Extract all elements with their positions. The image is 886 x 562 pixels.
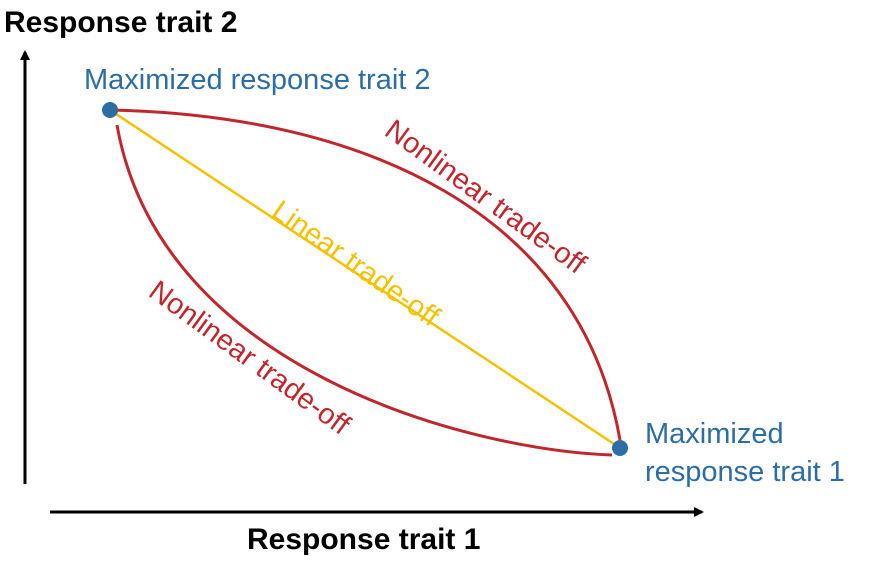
point-label-trait-1-line2: response trait 1 — [645, 456, 845, 488]
point-maximized-trait-1 — [612, 440, 628, 456]
point-label-trait-2: Maximized response trait 2 — [84, 64, 431, 96]
point-maximized-trait-2 — [102, 102, 118, 118]
lower-curve-label: Nonlinear trade-off — [143, 275, 356, 442]
upper-nonlinear-curve — [109, 108, 622, 441]
x-axis-title: Response trait 1 — [247, 523, 480, 556]
y-axis-title: Response trait 2 — [4, 6, 237, 39]
upper-curve-label: Nonlinear trade-off — [379, 114, 592, 281]
lower-nonlinear-curve — [115, 124, 613, 457]
point-label-trait-1-line1: Maximized — [645, 418, 784, 450]
linear-trade-off-line — [109, 108, 621, 450]
linear-curve-label: Linear trade-off — [266, 195, 446, 334]
